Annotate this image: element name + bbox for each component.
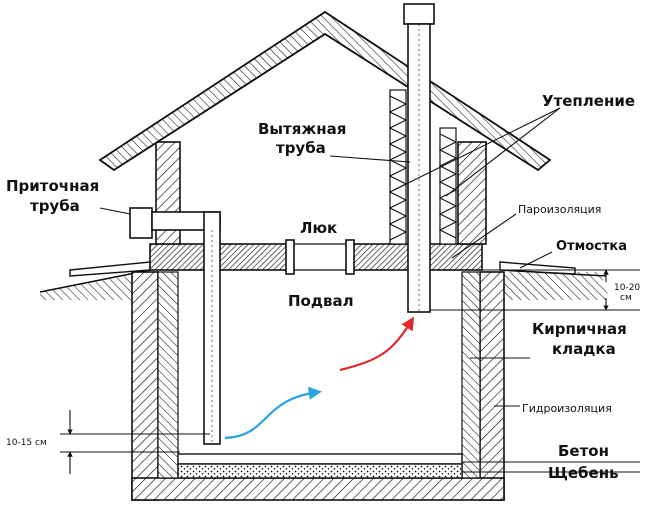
label-supply-line2: труба <box>30 197 80 215</box>
hatch-frame-right <box>345 239 355 275</box>
warm-air-arrow <box>339 316 415 372</box>
label-waterproofing: Гидроизоляция <box>522 402 612 415</box>
ceiling-slab <box>149 239 483 275</box>
label-gap-top-unit: см <box>620 293 632 303</box>
concrete-layer <box>177 453 463 465</box>
hatch-opening <box>290 240 352 274</box>
leader-exhaust <box>329 155 411 163</box>
brick-lining-left <box>157 271 179 479</box>
label-gap-bottom: 10-15 см <box>6 438 47 448</box>
exhaust-pipe <box>403 3 435 313</box>
label-exhaust-line2: труба <box>276 139 326 157</box>
label-gravel: Щебень <box>548 464 619 482</box>
label-blind-area: Отмостка <box>556 239 627 254</box>
label-gap-top: 10-20 <box>614 283 640 293</box>
dimension-markers <box>67 269 609 474</box>
leader-blind-area <box>519 251 553 269</box>
floor <box>177 453 463 479</box>
cold-air-arrow <box>224 386 322 440</box>
label-brickwork-line2: кладка <box>552 340 616 358</box>
label-supply-line1: Приточная <box>6 177 99 195</box>
label-cellar: Подвал <box>288 292 354 310</box>
blind-area-right <box>499 261 576 275</box>
label-insulation: Утепление <box>542 92 635 110</box>
supply-pipe-cap <box>129 207 153 239</box>
leader-insulation-2 <box>445 107 561 197</box>
upper-wall-right <box>457 141 487 245</box>
exhaust-pipe-body <box>407 23 431 313</box>
gravel-layer <box>177 463 463 479</box>
leader-vapor <box>451 213 517 259</box>
label-brickwork-line1: Кирпичная <box>532 320 627 338</box>
roof <box>98 10 552 172</box>
exhaust-cap <box>403 3 435 25</box>
label-exhaust-line1: Вытяжная <box>258 120 346 138</box>
upper-walls <box>155 89 487 245</box>
label-concrete: Бетон <box>558 442 609 460</box>
leader-lines <box>60 107 640 473</box>
brick-lining-right <box>461 271 481 479</box>
leader-supply <box>99 207 131 215</box>
leader-insulation-1 <box>393 107 561 191</box>
supply-pipe <box>129 207 221 445</box>
label-vapor-barrier: Пароизоляция <box>518 203 601 216</box>
supply-pipe-vertical <box>203 211 221 445</box>
airflow <box>224 316 415 440</box>
label-hatch: Люк <box>300 219 337 237</box>
ground <box>39 261 610 300</box>
hatch-frame-left <box>285 239 295 275</box>
